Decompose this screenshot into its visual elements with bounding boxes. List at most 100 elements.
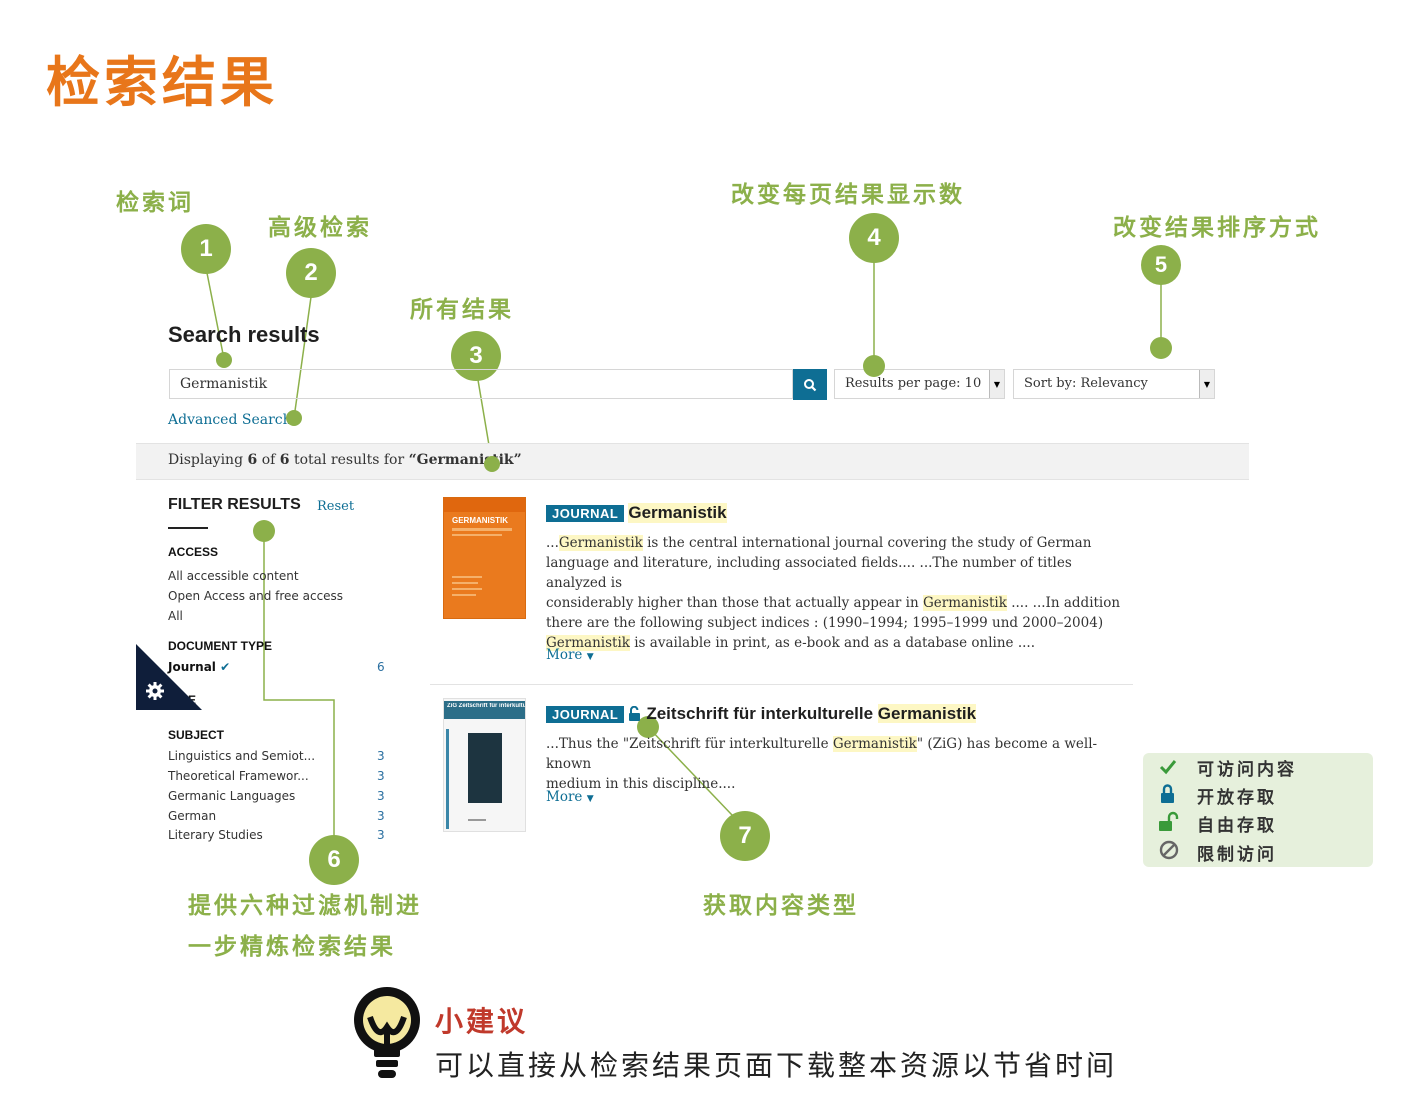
more-label: More bbox=[546, 789, 583, 805]
results-summary: Displaying 6 of 6 total results for “Ger… bbox=[168, 452, 522, 468]
filter-heading-partial: E bbox=[188, 693, 197, 707]
summary-shown: 6 bbox=[247, 452, 258, 468]
sort-select[interactable]: Sort by: Relevancy ▼ bbox=[1013, 369, 1215, 399]
filter-access-open[interactable]: Open Access and free access bbox=[168, 589, 344, 603]
snippet-text: " (ZiG) has become a well-known bbox=[546, 736, 1098, 772]
filter-heading-document-type: DOCUMENT TYPE bbox=[168, 639, 273, 653]
filter-subject-item[interactable]: Theoretical Framewor... bbox=[168, 769, 309, 783]
filter-subject-item[interactable]: German bbox=[168, 809, 217, 823]
filter-doctype-journal[interactable]: Journal ✔ bbox=[168, 660, 230, 674]
result-title-row: JOURNAL Germanistik bbox=[546, 503, 727, 523]
snippet-line: considerably higher than those that actu… bbox=[546, 593, 1126, 613]
snippet-line: there are the following subject indices … bbox=[546, 615, 1104, 631]
cover-title: ZiG Zeitschrift für interkulturelle Germ… bbox=[447, 703, 525, 709]
marker-2: 2 bbox=[286, 248, 336, 298]
annotation-dot-3 bbox=[484, 456, 500, 472]
snippet-text: is the central international journal cov… bbox=[642, 535, 1092, 551]
tip-heading: 小建议 bbox=[435, 1005, 529, 1038]
filter-subject-item[interactable]: Literary Studies bbox=[168, 828, 263, 842]
result-title-row: JOURNAL Zeitschrift für interkulturelle … bbox=[546, 704, 977, 724]
marker-3: 3 bbox=[451, 331, 501, 381]
snippet-highlight: Germanistik bbox=[546, 635, 630, 651]
sort-value: Sort by: Relevancy bbox=[1024, 376, 1148, 391]
result-title-link[interactable]: Zeitschrift für interkulturelle Germanis… bbox=[646, 704, 977, 724]
no-access-icon bbox=[1159, 840, 1179, 860]
filter-doctype-count: 6 bbox=[377, 660, 385, 674]
marker-5: 5 bbox=[1141, 245, 1181, 285]
content-type-badge: JOURNAL bbox=[546, 705, 625, 723]
page-title: 检索结果 bbox=[46, 50, 278, 114]
result-cover-image[interactable]: GERMANISTIK bbox=[443, 497, 526, 619]
filter-subject-count: 3 bbox=[377, 769, 385, 783]
advanced-search-link[interactable]: Advanced Search bbox=[168, 412, 292, 428]
summary-of: of bbox=[257, 452, 280, 468]
lock-closed-icon bbox=[1161, 784, 1174, 803]
result-snippet: ...Thus the "Zeitschrift für interkultur… bbox=[546, 734, 1126, 794]
filter-subject-count: 3 bbox=[377, 789, 385, 803]
caret-down-icon: ▼ bbox=[586, 794, 594, 804]
result-title-link[interactable]: Germanistik bbox=[628, 503, 727, 523]
annotation-search-term: 检索词 bbox=[116, 189, 194, 216]
legend-label: 开放存取 bbox=[1197, 788, 1277, 808]
snippet-line: ...Thus the "Zeitschrift für interkultur… bbox=[546, 734, 1126, 774]
dropdown-arrow-icon: ▼ bbox=[1199, 370, 1214, 398]
filter-access-all-accessible[interactable]: All accessible content bbox=[168, 569, 299, 583]
access-legend bbox=[1143, 753, 1373, 867]
legend-label: 限制访问 bbox=[1197, 845, 1277, 865]
legend-item bbox=[1158, 839, 1180, 865]
snippet-highlight: Germanistik bbox=[922, 595, 1007, 611]
snippet-line: Germanistik is available in print, as e-… bbox=[546, 633, 1126, 653]
caret-down-icon: ▼ bbox=[586, 652, 594, 662]
result-divider bbox=[430, 684, 1133, 685]
filter-access-all[interactable]: All bbox=[168, 609, 183, 623]
lightbulb-icon bbox=[354, 987, 420, 1078]
filter-subject-item[interactable]: Linguistics and Semiot... bbox=[168, 749, 316, 763]
legend-item bbox=[1158, 811, 1184, 837]
summary-mid: total results for bbox=[289, 452, 409, 468]
gear-icon bbox=[146, 682, 164, 700]
annotation-all-results: 所有结果 bbox=[410, 296, 514, 323]
search-icon bbox=[804, 378, 817, 391]
annotation-filters-line1: 提供六种过滤机制进 bbox=[188, 892, 422, 919]
summary-total: 6 bbox=[279, 452, 290, 468]
annotation-content-type: 获取内容类型 bbox=[703, 892, 859, 919]
marker-4: 4 bbox=[849, 213, 899, 263]
results-per-page-select[interactable]: Results per page: 10 ▼ bbox=[834, 369, 1005, 399]
more-link[interactable]: More ▼ bbox=[546, 647, 594, 663]
annotation-filters-line2: 一步精炼检索结果 bbox=[188, 933, 396, 960]
tip-body: 可以直接从检索结果页面下载整本资源以节省时间 bbox=[435, 1049, 1118, 1082]
filter-reset-link[interactable]: Reset bbox=[317, 499, 355, 514]
filter-heading-access: ACCESS bbox=[168, 545, 219, 559]
summary-query: “Germanistik” bbox=[408, 452, 522, 468]
dropdown-arrow-icon: ▼ bbox=[989, 370, 1004, 398]
filter-subject-item[interactable]: Germanic Languages bbox=[168, 789, 296, 803]
result-snippet: ...Germanistik is the central internatio… bbox=[546, 533, 1126, 653]
search-input[interactable]: Germanistik bbox=[169, 369, 793, 399]
more-link[interactable]: More ▼ bbox=[546, 789, 594, 805]
check-icon: ✔ bbox=[220, 660, 231, 674]
snippet-text: is available in print, as e-book and as … bbox=[629, 635, 1035, 651]
annotation-sort-order: 改变结果排序方式 bbox=[1113, 214, 1321, 241]
lock-open-icon bbox=[629, 706, 641, 721]
marker-1: 1 bbox=[181, 224, 231, 274]
filter-results-title: FILTER RESULTS bbox=[168, 496, 301, 513]
search-button[interactable] bbox=[793, 369, 827, 400]
snippet-line: medium in this discipline.... bbox=[546, 776, 736, 792]
legend-item bbox=[1158, 757, 1178, 781]
lock-open-icon bbox=[1159, 811, 1179, 831]
snippet-highlight: Germanistik bbox=[558, 535, 643, 551]
settings-corner-badge[interactable] bbox=[136, 644, 202, 710]
snippet-text: considerably higher than those that actu… bbox=[546, 595, 923, 611]
marker-6: 6 bbox=[309, 835, 359, 885]
snippet-line: ...Germanistik is the central internatio… bbox=[546, 535, 1092, 551]
legend-label: 自由存取 bbox=[1197, 816, 1277, 836]
snippet-highlight: Germanistik bbox=[832, 736, 917, 752]
legend-label: 可访问内容 bbox=[1197, 760, 1297, 780]
filter-doctype-journal-label: Journal bbox=[168, 660, 216, 674]
result-cover-image[interactable]: ZiG Zeitschrift für interkulturelle Germ… bbox=[443, 698, 526, 832]
annotation-results-per-page: 改变每页结果显示数 bbox=[731, 181, 965, 208]
filter-heading-subject: SUBJECT bbox=[168, 728, 225, 742]
annotation-advanced-search: 高级检索 bbox=[268, 214, 372, 241]
annotation-dot-6 bbox=[253, 520, 275, 542]
result-title-text: Zeitschrift für interkulturelle bbox=[646, 704, 878, 723]
